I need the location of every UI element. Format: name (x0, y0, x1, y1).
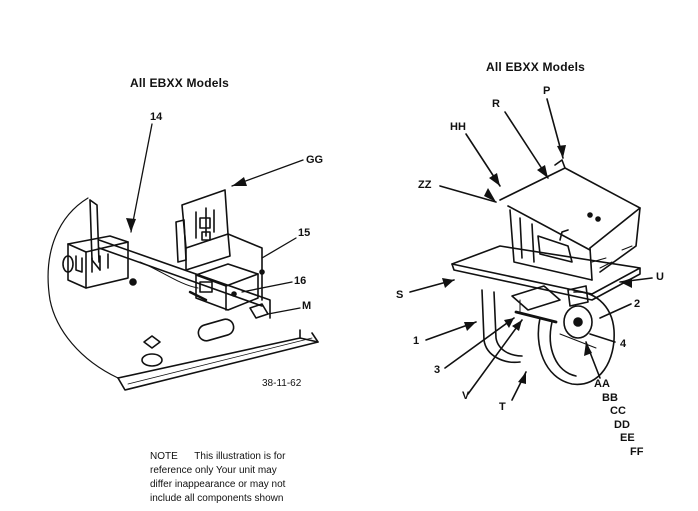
label-ee: EE (620, 432, 635, 444)
note-line-3: differ inappearance or may not (150, 479, 286, 490)
label-v: V (462, 390, 470, 402)
note-line-2: reference only Your unit may (150, 465, 277, 476)
left-chassis-drawing (47, 123, 319, 391)
label-1: 1 (413, 335, 420, 347)
left-diagram-title: All EBXX Models (130, 76, 230, 90)
label-4: 4 (620, 338, 627, 350)
label-r: R (492, 98, 500, 110)
label-dd: DD (614, 419, 630, 431)
right-diagram-title: All EBXX Models (486, 60, 586, 74)
drawing-code: 38-11-62 (262, 378, 302, 389)
note-line-4: include all components shown (150, 493, 284, 504)
label-16: 16 (294, 275, 307, 287)
label-ff: FF (630, 446, 644, 458)
label-p: P (543, 85, 551, 97)
label-zz: ZZ (418, 179, 432, 191)
label-bb: BB (602, 392, 618, 404)
label-s: S (396, 289, 404, 301)
label-u: U (656, 271, 664, 283)
right-blower-drawing (409, 98, 653, 401)
label-gg: GG (306, 154, 324, 166)
note-line-1: NOTE This illustration is for (150, 451, 286, 462)
label-3: 3 (434, 364, 441, 376)
label-aa: AA (594, 378, 610, 390)
label-15: 15 (298, 227, 311, 239)
label-cc: CC (610, 405, 626, 417)
label-14: 14 (150, 111, 163, 123)
label-2: 2 (634, 298, 641, 310)
label-hh: HH (450, 121, 466, 133)
label-t: T (499, 401, 506, 413)
label-m: M (302, 300, 312, 312)
